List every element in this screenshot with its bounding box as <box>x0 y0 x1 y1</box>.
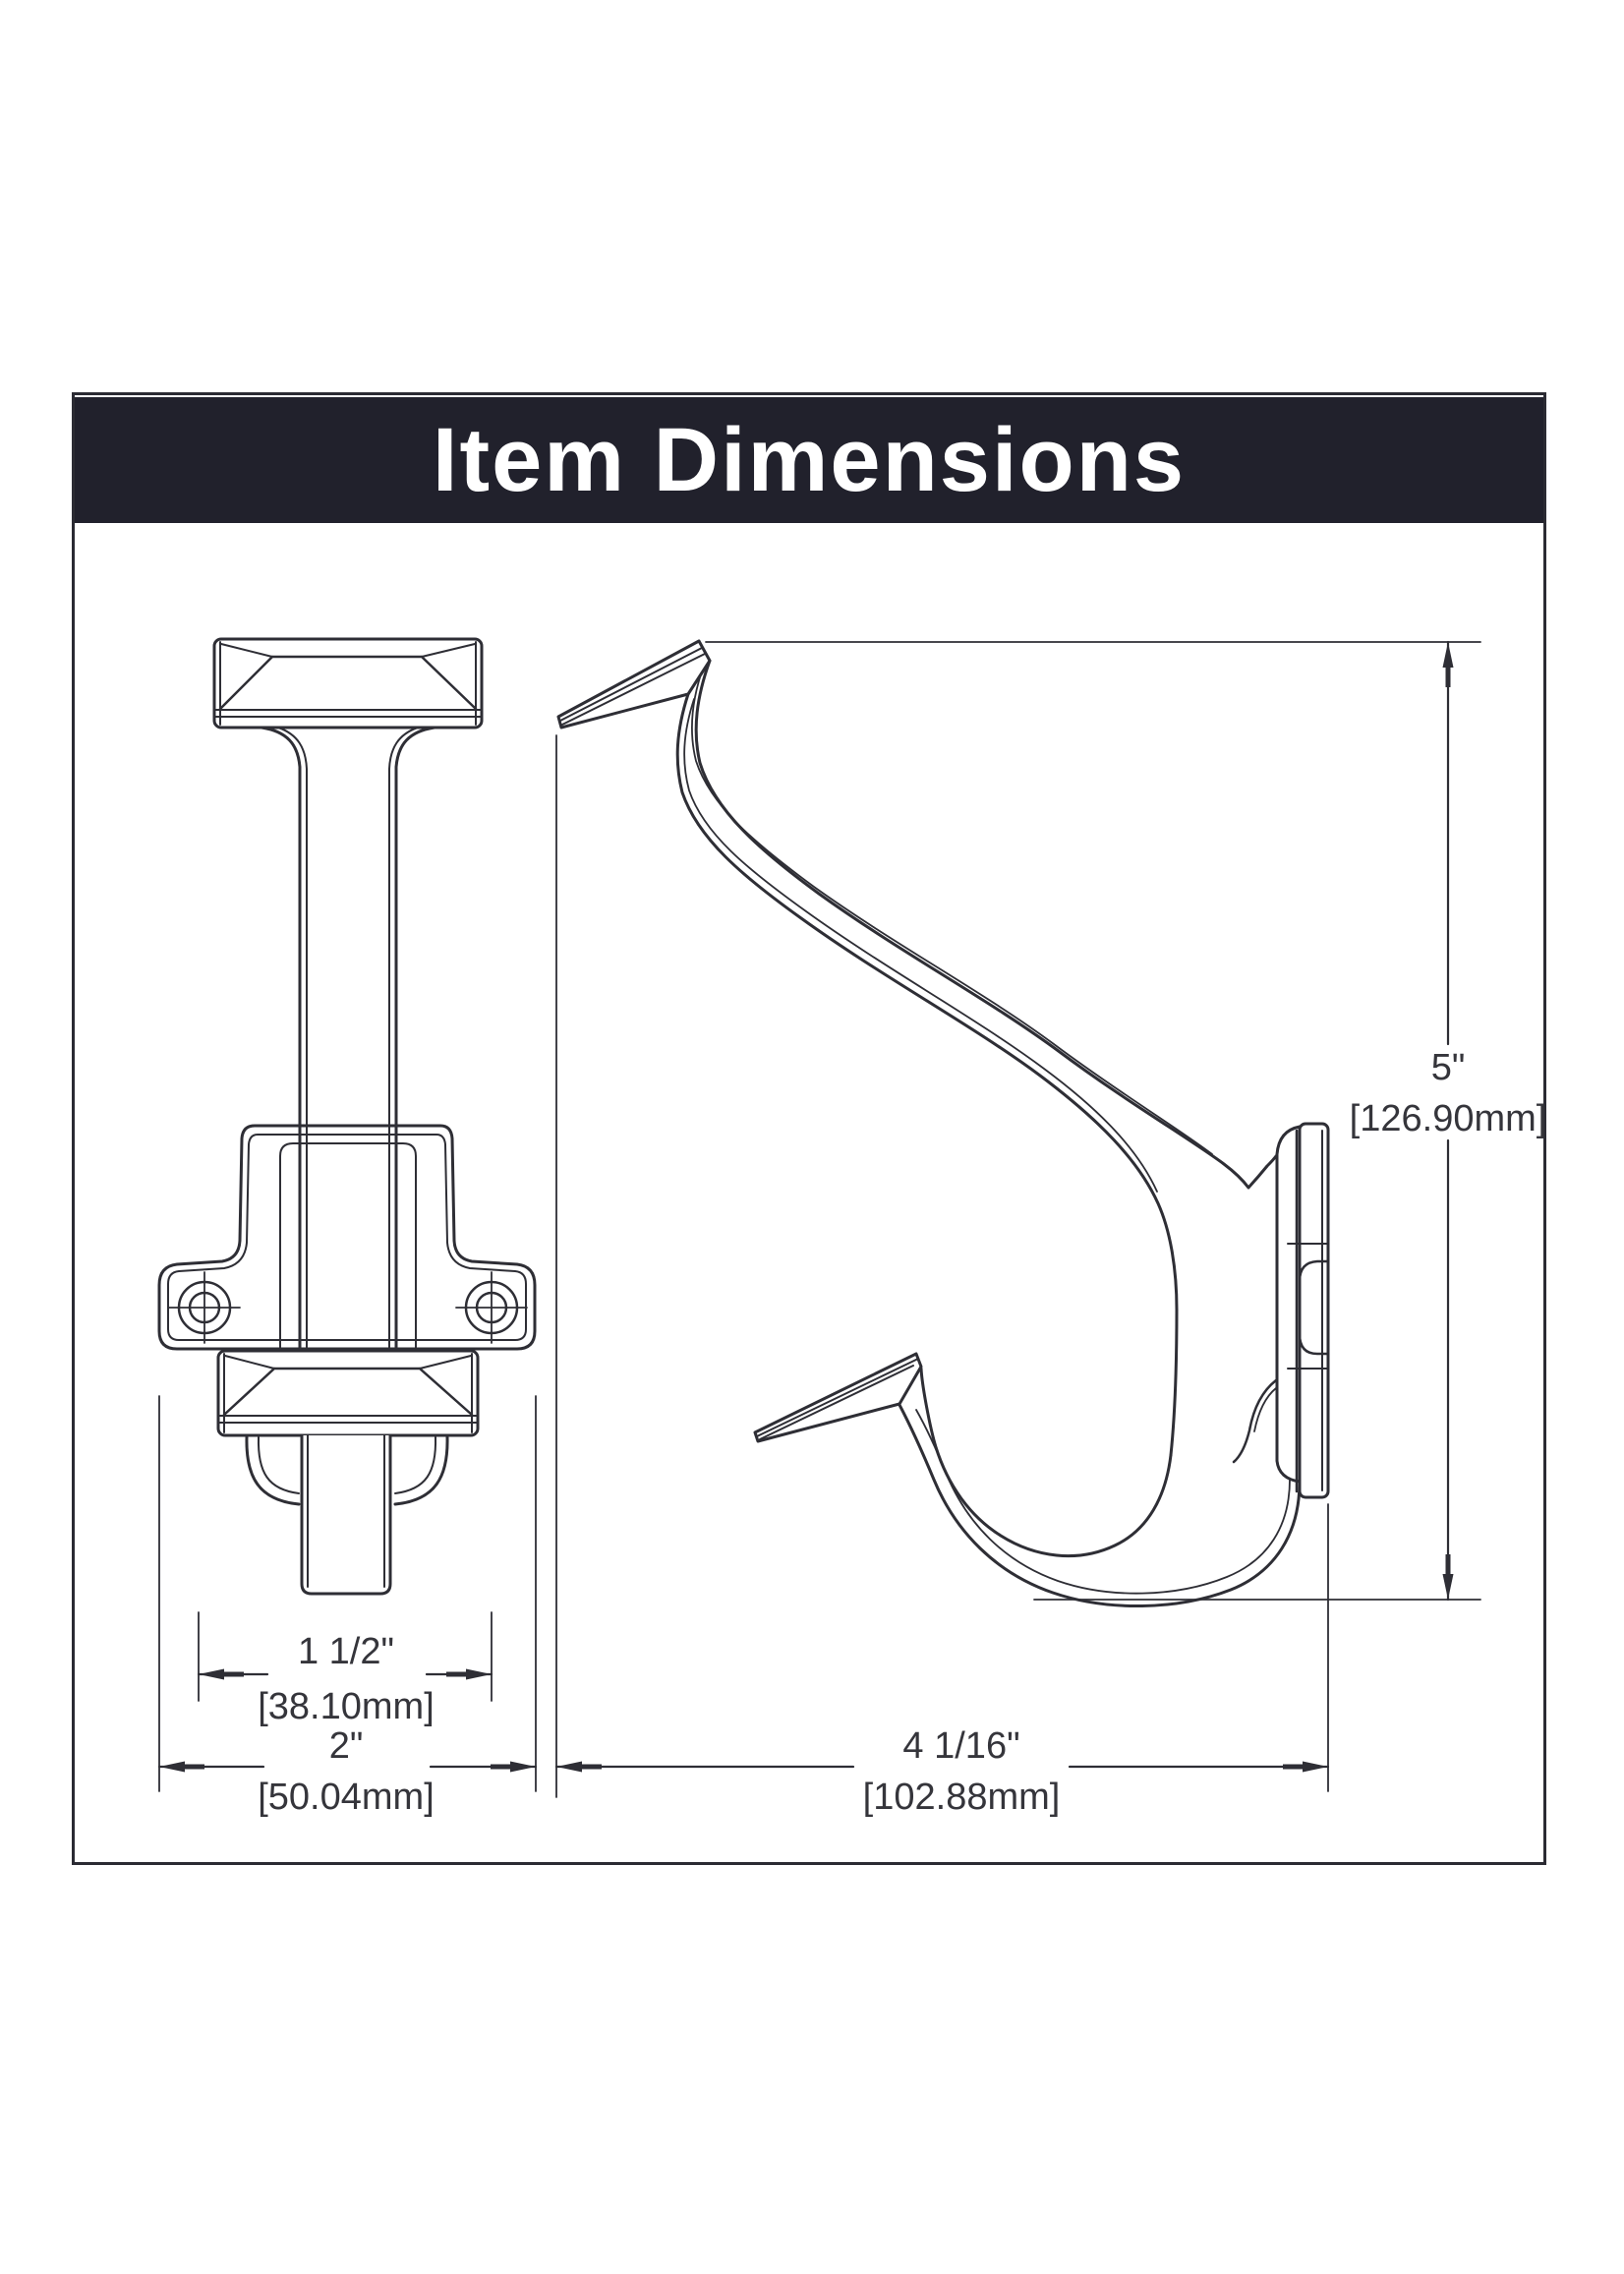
page-title: Item Dimensions <box>432 409 1187 510</box>
header-bar: Item Dimensions <box>75 397 1543 523</box>
diagram-frame: Item Dimensions <box>72 392 1546 1865</box>
